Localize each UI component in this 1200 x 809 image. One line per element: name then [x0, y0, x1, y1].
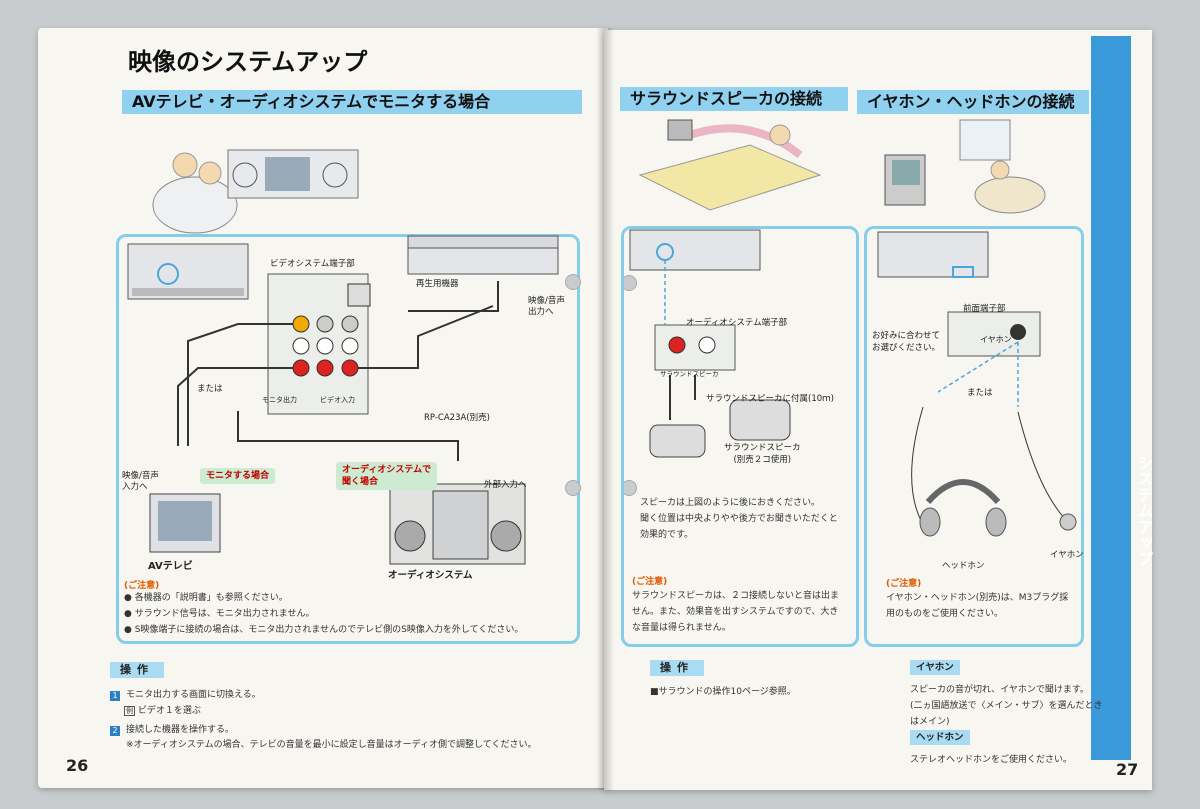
- audio-case-label: オーディオシステムで 聞く場合: [336, 462, 438, 490]
- surround-caution: サラウンドスピーカは、２コ接続しないと音は出ません。また、効果音を出すシステムで…: [632, 591, 840, 633]
- earphone-diagram-box: [864, 226, 1084, 647]
- headphone-label: ヘッドホン: [942, 561, 985, 571]
- surround-diagram-box: [621, 226, 859, 647]
- earphone-caution: イヤホン・ヘッドホン(別売)は、M3プラグ採用のものをご使用ください。: [886, 593, 1069, 619]
- surround-speaker-label: サラウンドスピーカ (別売２コ使用): [724, 443, 801, 465]
- caution-item: ● S映像端子に接続の場合は、モニタ出力されませんのでテレビ側のS映像入力を外し…: [124, 625, 524, 635]
- page-number-left: 26: [66, 756, 89, 775]
- section-title-surround: サラウンドスピーカの接続: [620, 87, 848, 111]
- side-tab-label: システムアップ: [1136, 455, 1154, 567]
- surround-connection-diagram: [629, 229, 791, 458]
- terminal-label: ビデオシステム端子部: [270, 259, 355, 269]
- page-title: 映像のシステムアップ: [128, 48, 368, 76]
- earphone-connection-diagram: [877, 231, 1077, 537]
- av-tv-label: AVテレビ: [148, 561, 193, 572]
- audio-system-label: オーディオシステム: [388, 570, 473, 581]
- step-2-sub: ※オーディオシステムの場合、テレビの音量を最小に設定し音量はオーディオ側で調整し…: [126, 740, 537, 750]
- binder-hole: [565, 274, 581, 290]
- front-terminal-label: 前面端子部: [963, 304, 1006, 314]
- caution-title: (ご注意): [124, 581, 160, 591]
- earphone-device-label: イヤホン: [1050, 550, 1084, 560]
- headphone-section-tag: ヘッドホン: [910, 730, 970, 745]
- couple-illustration: [152, 149, 359, 234]
- step-number: 1: [110, 691, 120, 701]
- section-title-av: AVテレビ・オーディオシステムでモニタする場合: [122, 90, 582, 114]
- connection-diagram-box: [116, 234, 580, 644]
- earphone-section-tag: イヤホン: [910, 660, 960, 675]
- page-number-right: 27: [1116, 760, 1139, 779]
- surround-cable-label: サラウンドスピーカに付属(10ｍ): [706, 394, 834, 404]
- video-audio-in-label: 映像/音声 入力へ: [122, 471, 159, 492]
- step-1-text: モニタ出力する画面に切換える。: [126, 690, 261, 700]
- caution-item: ● 各機器の「説明書」も参照ください。: [124, 593, 288, 603]
- earphone-room-illustration: [884, 119, 1046, 214]
- operation-label: 操作: [110, 662, 164, 678]
- monitor-out-label: モニタ出力: [262, 396, 297, 404]
- audio-terminal-label: オーディオシステム端子部: [686, 318, 788, 328]
- earphone-section-text: スピーカの音が切れ、イヤホンで聞けます。 (二ヵ国語放送で〈メイン・サブ〉を選ん…: [910, 685, 1103, 727]
- playback-label: 再生用機器: [416, 279, 459, 289]
- step-2-text: 接続した機器を操作する。: [126, 725, 235, 735]
- section-title-earphone: イヤホン・ヘッドホンの接続: [857, 90, 1089, 114]
- binder-hole: [565, 480, 581, 496]
- or-label: または: [197, 384, 223, 394]
- surround-note: スピーカは上図のように後におきください。 聞く位置は中央よりやや後方でお聞きいた…: [640, 498, 838, 540]
- side-tab: [1091, 36, 1131, 760]
- earphone-caution-title: (ご注意): [886, 579, 922, 589]
- surround-operation: ■サラウンドの操作10ページ参照。: [650, 687, 796, 697]
- operation-label-right: 操作: [650, 660, 704, 676]
- surround-speaker-terminal-label: サラウンドスピーカ: [660, 370, 719, 378]
- cable-label: RP-CA23A(別売): [424, 413, 490, 423]
- caution-list: ● 各機器の「説明書」も参照ください。 ● サラウンド信号は、モニタ出力されませ…: [124, 590, 564, 638]
- step-1-sub: 例 ビデオ１を選ぶ: [124, 706, 201, 716]
- av-connection-diagram: [127, 235, 559, 565]
- earphone-or-label: または: [967, 388, 993, 398]
- monitor-case-label: モニタする場合: [200, 468, 276, 484]
- external-input-label: 外部入力へ: [484, 480, 527, 490]
- video-audio-out-label: 映像/音声 出力へ: [528, 296, 565, 317]
- earphone-jack-label: イヤホン: [980, 335, 1012, 344]
- surround-caution-title: (ご注意): [632, 577, 668, 587]
- video-in-label: ビデオ入力: [320, 396, 355, 404]
- caution-item: ● サラウンド信号は、モニタ出力されません。: [124, 609, 315, 619]
- book-gutter: [596, 28, 614, 790]
- headphone-section-text: ステレオヘッドホンをご使用ください。: [910, 755, 1073, 765]
- surround-room-illustration: [638, 119, 822, 211]
- step-number: 2: [110, 726, 120, 736]
- preference-label: お好みに合わせて お選びください。: [872, 331, 941, 353]
